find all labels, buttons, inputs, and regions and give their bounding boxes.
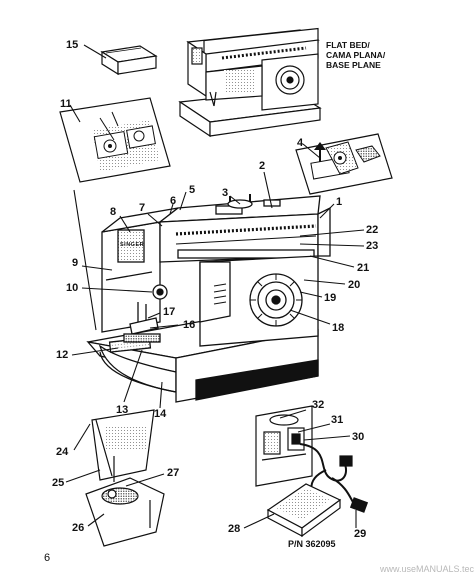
inset-bobbin-area: [59, 97, 171, 183]
callout-4: 4: [297, 137, 304, 149]
accessory-box: [100, 45, 158, 76]
callout-5: 5: [189, 184, 196, 196]
callout-25: 25: [52, 477, 65, 489]
callout-22: 22: [366, 224, 379, 236]
callout-3: 3: [222, 187, 229, 199]
callout-31: 31: [331, 414, 344, 426]
callout-2: 2: [259, 160, 266, 172]
callout-8: 8: [110, 206, 117, 218]
callout-17: 17: [163, 306, 176, 318]
free-arm-detail: [85, 409, 165, 547]
callout-18: 18: [332, 322, 345, 334]
leader-lines: [65, 44, 365, 529]
callout-16: 16: [183, 319, 196, 331]
main-machine: [86, 194, 331, 403]
callout-32: 32: [312, 399, 325, 411]
flat-bed-machine: [178, 27, 322, 138]
callout-21: 21: [357, 262, 370, 274]
callout-30: 30: [352, 431, 365, 443]
callout-29: 29: [354, 528, 367, 540]
callout-12: 12: [56, 349, 69, 361]
flat-bed-caption-line-3: BASE PLANE: [326, 60, 381, 70]
part-number: P/N 362095: [288, 539, 336, 549]
callout-1: 1: [336, 196, 343, 208]
callout-7: 7: [139, 202, 146, 214]
page-number: 6: [44, 552, 51, 564]
callout-15: 15: [66, 39, 79, 51]
flat-bed-caption: FLAT BED/ CAMA PLANA/ BASE PLANE: [326, 40, 385, 70]
brand-logo: SINGER: [120, 242, 145, 248]
callout-10: 10: [66, 282, 79, 294]
callout-6: 6: [170, 195, 177, 207]
callout-28: 28: [228, 523, 241, 535]
callout-26: 26: [72, 522, 85, 534]
callout-11: 11: [60, 98, 72, 110]
callout-9: 9: [72, 257, 79, 269]
callout-27: 27: [167, 467, 180, 479]
flat-bed-caption-line-1: FLAT BED/: [326, 40, 370, 50]
callout-20: 20: [348, 279, 361, 291]
callout-19: 19: [324, 292, 337, 304]
watermark: www.useMANUALS.tech: [380, 564, 474, 574]
callout-23: 23: [366, 240, 379, 252]
callout-24: 24: [56, 446, 69, 458]
power-cord-and-foot-control: [255, 405, 369, 538]
inset-bobbin-cover: [295, 133, 393, 195]
callout-14: 14: [154, 408, 167, 420]
callout-13: 13: [116, 404, 129, 416]
flat-bed-caption-line-2: CAMA PLANA/: [326, 50, 386, 60]
